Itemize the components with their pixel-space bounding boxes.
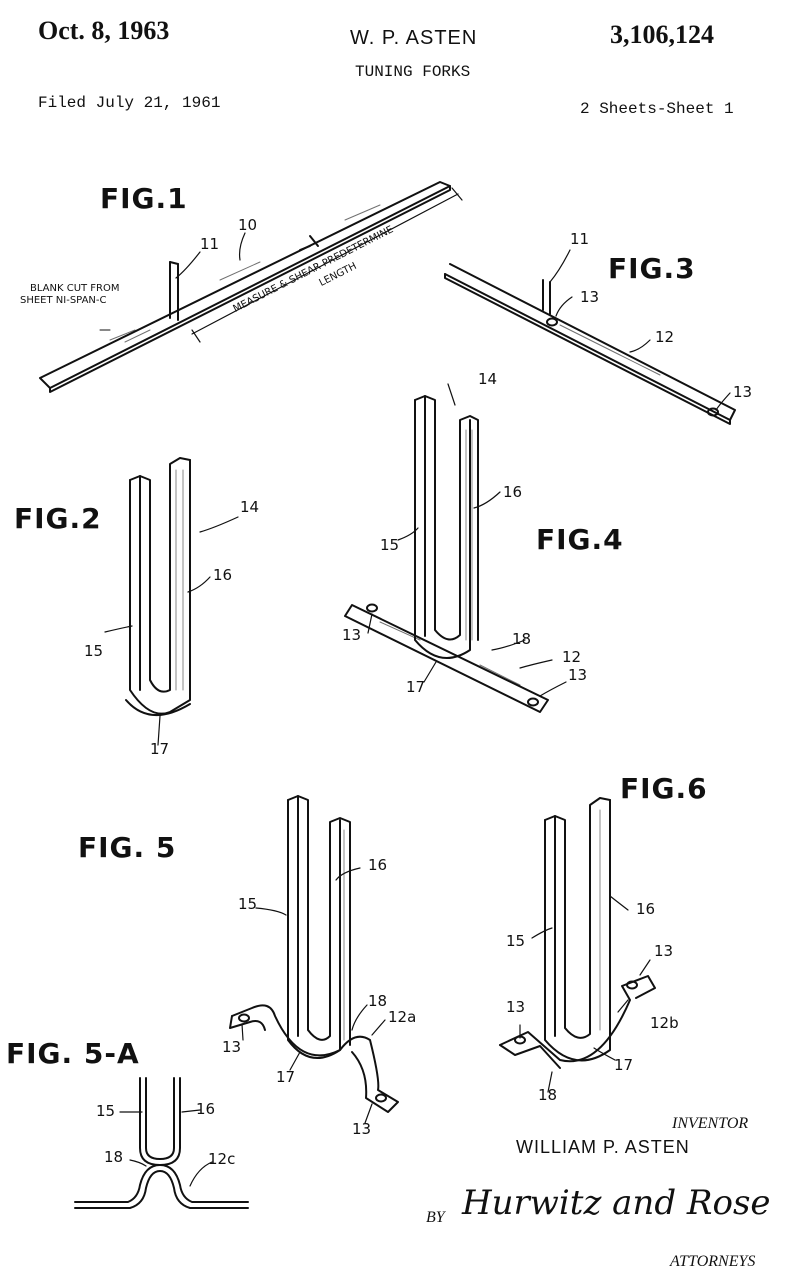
fig1-ref-10: 10 bbox=[238, 216, 258, 234]
fig4-ref-13a: 13 bbox=[342, 626, 362, 644]
fig3-ref-11: 11 bbox=[570, 230, 590, 248]
fig3-ref-13a: 13 bbox=[580, 288, 600, 306]
fig6-label: FIG.6 bbox=[620, 772, 708, 805]
fig5-ref-12a: 12a bbox=[388, 1008, 417, 1026]
reference-leaders bbox=[104, 232, 731, 1187]
patent-number: 3,106,124 bbox=[610, 20, 714, 49]
patent-date: Oct. 8, 1963 bbox=[38, 16, 170, 45]
fig5a-ref-12c: 12c bbox=[208, 1150, 236, 1168]
fig5-ref-16: 16 bbox=[368, 856, 388, 874]
fig4-drawing bbox=[344, 395, 549, 713]
fig2-drawing bbox=[125, 457, 191, 717]
fig2-ref-14: 14 bbox=[240, 498, 260, 516]
fig2-ref-15: 15 bbox=[84, 642, 104, 660]
inventor-label: INVENTOR bbox=[672, 1115, 749, 1132]
fig5-ref-13a: 13 bbox=[222, 1038, 242, 1056]
fig5-drawing bbox=[229, 795, 399, 1113]
sheet-count: 2 Sheets-Sheet 1 bbox=[580, 100, 734, 118]
fig2-label: FIG.2 bbox=[14, 502, 102, 535]
fig5-ref-17: 17 bbox=[276, 1068, 296, 1086]
fig6-ref-18: 18 bbox=[538, 1086, 558, 1104]
fig1-label: FIG.1 bbox=[100, 182, 188, 215]
inventor-full-name: WILLIAM P. ASTEN bbox=[516, 1137, 690, 1157]
fig6-drawing bbox=[499, 797, 656, 1069]
fig3-ref-13b: 13 bbox=[733, 383, 753, 401]
fig1-drawing bbox=[39, 181, 463, 393]
fig4-ref-14: 14 bbox=[478, 370, 498, 388]
fig5a-ref-16: 16 bbox=[196, 1100, 216, 1118]
by-label: BY bbox=[426, 1209, 445, 1226]
fig5a-drawing bbox=[74, 1077, 249, 1209]
fig2-ref-16: 16 bbox=[213, 566, 233, 584]
fig5a-ref-18: 18 bbox=[104, 1148, 124, 1166]
fig4-ref-12: 12 bbox=[562, 648, 582, 666]
fig5-ref-13b: 13 bbox=[352, 1120, 372, 1138]
fig3-ref-12: 12 bbox=[655, 328, 675, 346]
fig3-label: FIG.3 bbox=[608, 252, 696, 285]
fig4-ref-13b: 13 bbox=[568, 666, 588, 684]
fig1-note-line1: BLANK CUT FROM bbox=[30, 283, 120, 294]
fig5a-ref-15: 15 bbox=[96, 1102, 116, 1120]
filed-date: Filed July 21, 1961 bbox=[38, 94, 221, 112]
fig6-ref-12b: 12b bbox=[650, 1014, 679, 1032]
fig6-ref-17: 17 bbox=[614, 1056, 634, 1074]
fig4-ref-15: 15 bbox=[380, 536, 400, 554]
fig4-ref-17: 17 bbox=[406, 678, 426, 696]
attorney-signature: Hurwitz and Rose bbox=[462, 1183, 771, 1223]
fig5-ref-18: 18 bbox=[368, 992, 388, 1010]
fig4-label: FIG.4 bbox=[536, 523, 624, 556]
fig4-ref-16: 16 bbox=[503, 483, 523, 501]
fig1-ref-11: 11 bbox=[200, 235, 220, 253]
fig1-note-line2: SHEET NI-SPAN-C bbox=[20, 295, 107, 306]
fig3-drawing bbox=[444, 263, 736, 425]
fig5a-label: FIG. 5-A bbox=[6, 1037, 140, 1070]
fig5-ref-15: 15 bbox=[238, 895, 258, 913]
fig6-ref-16: 16 bbox=[636, 900, 656, 918]
patent-title: TUNING FORKS bbox=[355, 63, 471, 81]
fig4-ref-18: 18 bbox=[512, 630, 532, 648]
fig6-ref-13b: 13 bbox=[654, 942, 674, 960]
fig6-ref-15: 15 bbox=[506, 932, 526, 950]
inventor-header: W. P. ASTEN bbox=[350, 27, 478, 49]
fig5-label: FIG. 5 bbox=[78, 831, 177, 864]
fig6-ref-13a: 13 bbox=[506, 998, 526, 1016]
attorneys-label: ATTORNEYS bbox=[670, 1253, 756, 1270]
fig2-ref-17: 17 bbox=[150, 740, 170, 758]
